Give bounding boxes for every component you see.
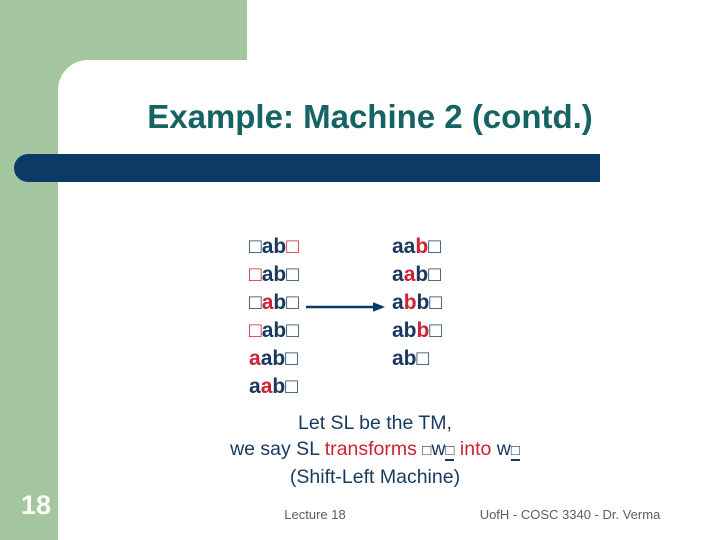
blank-symbol: □ [286, 263, 299, 286]
green-left-column [0, 0, 60, 540]
blank-symbol: □ [422, 442, 432, 459]
tape-symbol: b [415, 235, 429, 258]
tape-symbol: we say SL [230, 438, 325, 460]
tape-symbol: into [454, 438, 497, 460]
tape-symbol: aa [392, 235, 416, 258]
tape-symbol: b [403, 291, 417, 314]
blank-symbol: □ [510, 442, 520, 461]
caption-line-2: we say SL transforms □w□ into w□ [115, 436, 635, 464]
slide-title: Example: Machine 2 (contd.) [147, 98, 593, 135]
tape-symbol: ab [392, 347, 417, 370]
blank-symbol: □ [249, 291, 262, 314]
blank-symbol: □ [429, 291, 443, 314]
tape-symbol: w [431, 438, 446, 460]
tape-config-row: aab□ [392, 233, 442, 261]
blank-symbol: □ [286, 291, 299, 314]
tape-symbol: ab [261, 263, 287, 286]
tape-config-row: □ab□ [249, 233, 299, 261]
blank-symbol: □ [249, 235, 262, 258]
blank-symbol: □ [285, 375, 298, 398]
caption-line-2-content: we say SL transforms □w□ into w□ [115, 436, 635, 464]
blank-symbol: □ [249, 319, 262, 342]
footer-lecture: Lecture 18 [284, 507, 346, 522]
tape-symbol: a [392, 291, 404, 314]
tape-symbol: a [261, 291, 274, 314]
tape-symbol: ab [260, 347, 286, 370]
tape-config-row: □ab□ [249, 289, 299, 317]
tape-symbol: b [272, 375, 286, 398]
tape-config-row: abb□ [392, 317, 442, 345]
tape-config-row: □ab□ [249, 261, 299, 289]
right-arrow-icon [305, 300, 387, 314]
tape-symbol: a [392, 263, 404, 286]
tape-symbol: ab [261, 235, 287, 258]
tape-symbol: b [416, 291, 430, 314]
blank-symbol: □ [249, 263, 262, 286]
blank-symbol: □ [429, 319, 443, 342]
caption-line-3: (Shift-Left Machine) [289, 466, 461, 488]
blank-symbol: □ [445, 442, 455, 461]
blank-symbol: □ [428, 235, 441, 258]
tape-symbol: a [249, 375, 261, 398]
page-number: 18 [20, 490, 52, 520]
blank-symbol: □ [428, 263, 441, 286]
blank-symbol: □ [416, 347, 430, 370]
tape-symbol: a [249, 347, 261, 370]
title-underline-bar [14, 154, 600, 182]
tape-config-row: aab□ [249, 345, 299, 373]
slide-content-area [58, 60, 720, 540]
tape-symbol: w [496, 438, 511, 460]
caption-block: Let SL be the TM, we say SL transforms □… [115, 410, 635, 490]
tape-config-row: aab□ [249, 373, 299, 401]
tape-trace-left-column: □ab□□ab□□ab□□ab□aab□aab□ [249, 233, 299, 401]
tape-symbol: a [403, 263, 416, 286]
tape-symbol: a [260, 375, 273, 398]
tape-symbol: b [416, 319, 430, 342]
tape-symbol: ab [392, 319, 417, 342]
tape-symbol: ab [261, 319, 287, 342]
tape-config-row: □ab□ [249, 317, 299, 345]
tape-symbol: transforms [324, 438, 423, 460]
tape-config-row: aab□ [392, 261, 442, 289]
blank-symbol: □ [286, 235, 299, 258]
blank-symbol: □ [286, 319, 299, 342]
blank-symbol: □ [285, 347, 298, 370]
tape-config-row: ab□ [392, 345, 442, 373]
tape-config-row: abb□ [392, 289, 442, 317]
tape-symbol: b [273, 291, 287, 314]
tape-trace-right-column: aab□aab□abb□abb□ab□ [392, 233, 442, 373]
footer-course-info: UofH - COSC 3340 - Dr. Verma [479, 507, 661, 522]
caption-line-1: Let SL be the TM, [298, 412, 452, 434]
tape-symbol: b [415, 263, 429, 286]
